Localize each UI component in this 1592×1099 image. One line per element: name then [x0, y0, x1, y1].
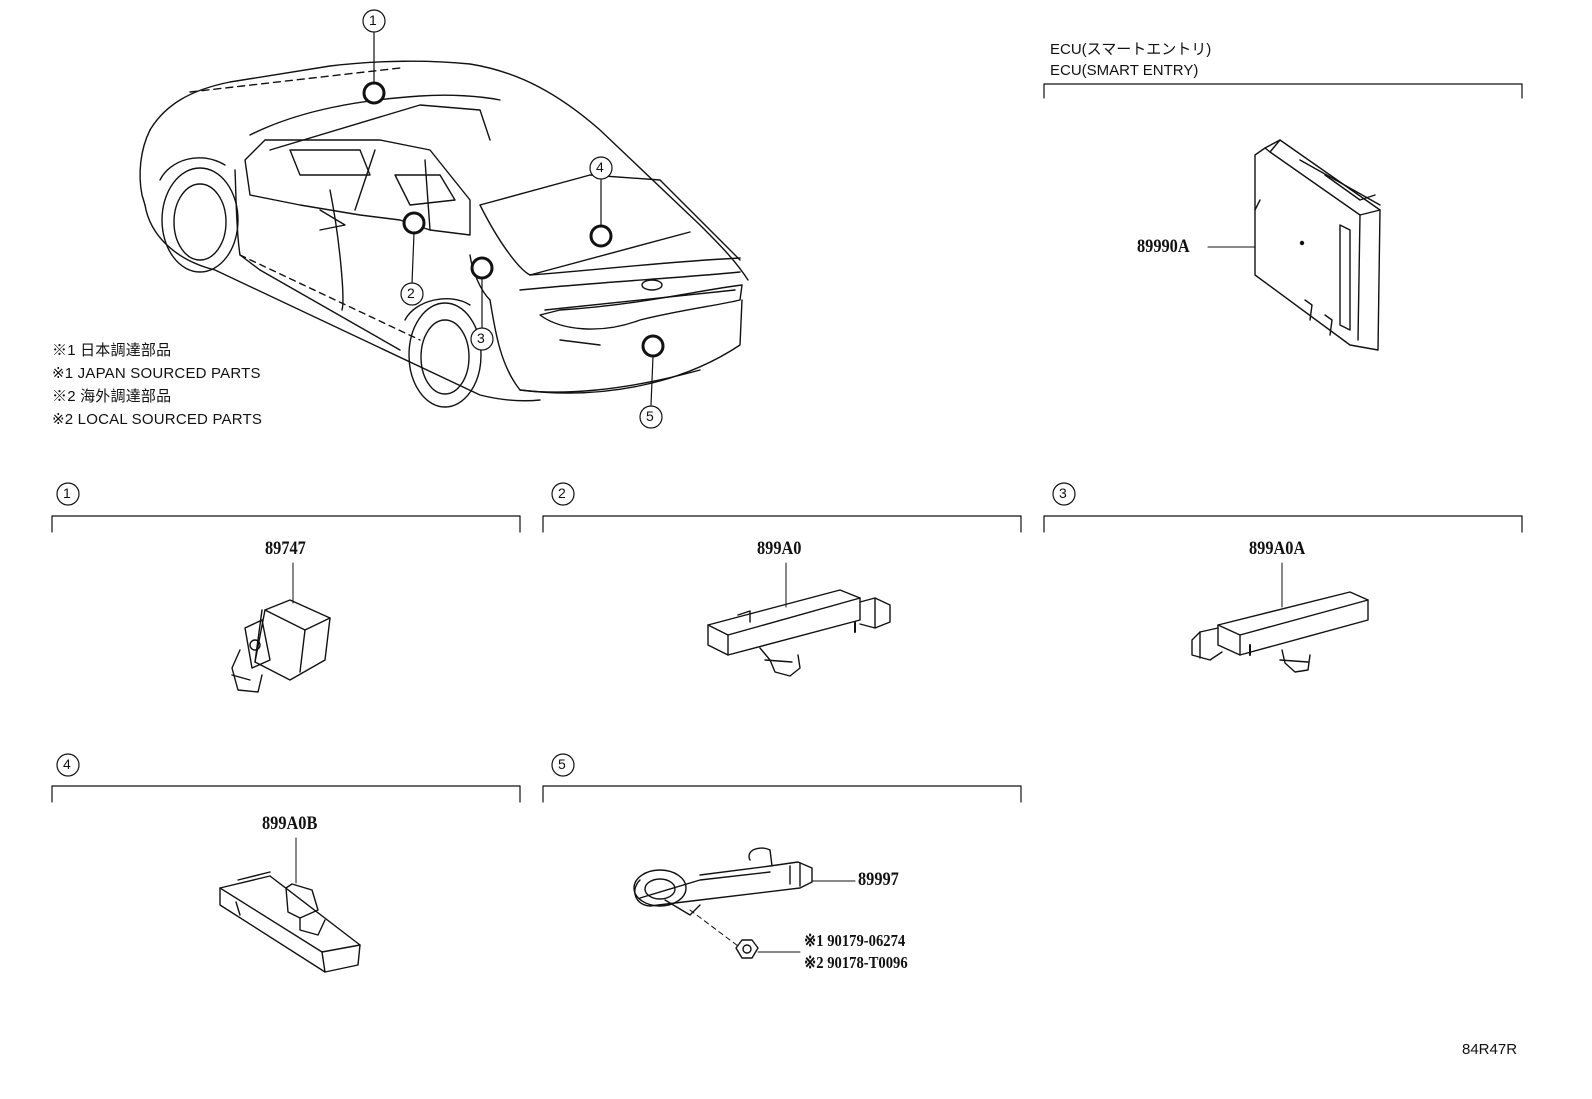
section-circle-2: [551, 482, 575, 506]
car-callout-2: [400, 282, 424, 306]
car-callout-3: [470, 327, 494, 351]
car-callout-label-1: 1: [369, 12, 377, 28]
part-899A0A-illustration: [1191, 562, 1369, 673]
sensor-marker-1: [362, 81, 386, 105]
notes-block: ※1 日本調達部品 ※1 JAPAN SOURCED PARTS ※2 海外調達…: [52, 339, 262, 431]
car-callout-4: [589, 156, 613, 180]
sensor-marker-2: [402, 211, 426, 235]
part-number-89747[interactable]: 89747: [265, 538, 306, 559]
part-number-899A0A[interactable]: 899A0A: [1249, 538, 1306, 559]
part-number-89997[interactable]: 89997: [858, 869, 899, 890]
section-brackets: [51, 515, 1523, 803]
car-callout-label-2: 2: [407, 285, 415, 301]
section-circle-1: [56, 482, 80, 506]
car-callout-label-3: 3: [477, 330, 485, 346]
car-callout-1: [362, 9, 386, 33]
section-label-1: 1: [63, 485, 71, 501]
ecu-part-number[interactable]: 89990A: [1137, 236, 1190, 257]
car-callout-5: [639, 405, 663, 429]
section-circle-4: [56, 753, 80, 777]
vehicle-illustration: [139, 60, 749, 408]
note-en-1: ※1 JAPAN SOURCED PARTS: [52, 365, 261, 382]
part-number-899A0[interactable]: 899A0: [757, 538, 802, 559]
part-number-nut-local[interactable]: ※2 90178-T0096: [804, 953, 908, 972]
car-callouts: [362, 9, 663, 429]
part-number-899A0B[interactable]: 899A0B: [262, 813, 318, 834]
part-89997-illustration: [633, 847, 856, 959]
ecu-title-en: ECU(SMART ENTRY): [1050, 62, 1199, 79]
sensor-marker-5: [641, 334, 665, 358]
car-callout-label-4: 4: [596, 159, 604, 175]
ecu-bracket: [1043, 83, 1523, 99]
part-89747-illustration: [231, 562, 331, 693]
car-callout-label-5: 5: [646, 408, 654, 424]
ecu-smart-entry-part: [1207, 139, 1381, 351]
sensor-marker-4: [589, 224, 613, 248]
section-circle-3: [1052, 482, 1076, 506]
section-label-2: 2: [558, 485, 566, 501]
figure-code: 84R47R: [1462, 1041, 1518, 1058]
note-jp-2: ※2 海外調達部品: [52, 388, 172, 405]
part-899A0B-illustration: [219, 837, 361, 973]
part-number-nut-japan[interactable]: ※1 90179-06274: [804, 931, 906, 950]
section-number-circles: [56, 482, 1076, 777]
section-label-3: 3: [1059, 485, 1067, 501]
car-sensor-markers: [362, 81, 665, 358]
sensor-marker-3: [470, 256, 494, 280]
car-leader-lines: [373, 32, 654, 406]
part-899A0-illustration: [707, 562, 891, 677]
note-en-2: ※2 LOCAL SOURCED PARTS: [52, 411, 263, 428]
section-circle-5: [551, 753, 575, 777]
ecu-title-jp: ECU(スマートエントリ): [1050, 41, 1212, 58]
section-label-4: 4: [63, 756, 71, 772]
note-jp-1: ※1 日本調達部品: [52, 342, 172, 359]
section-label-5: 5: [558, 756, 566, 772]
